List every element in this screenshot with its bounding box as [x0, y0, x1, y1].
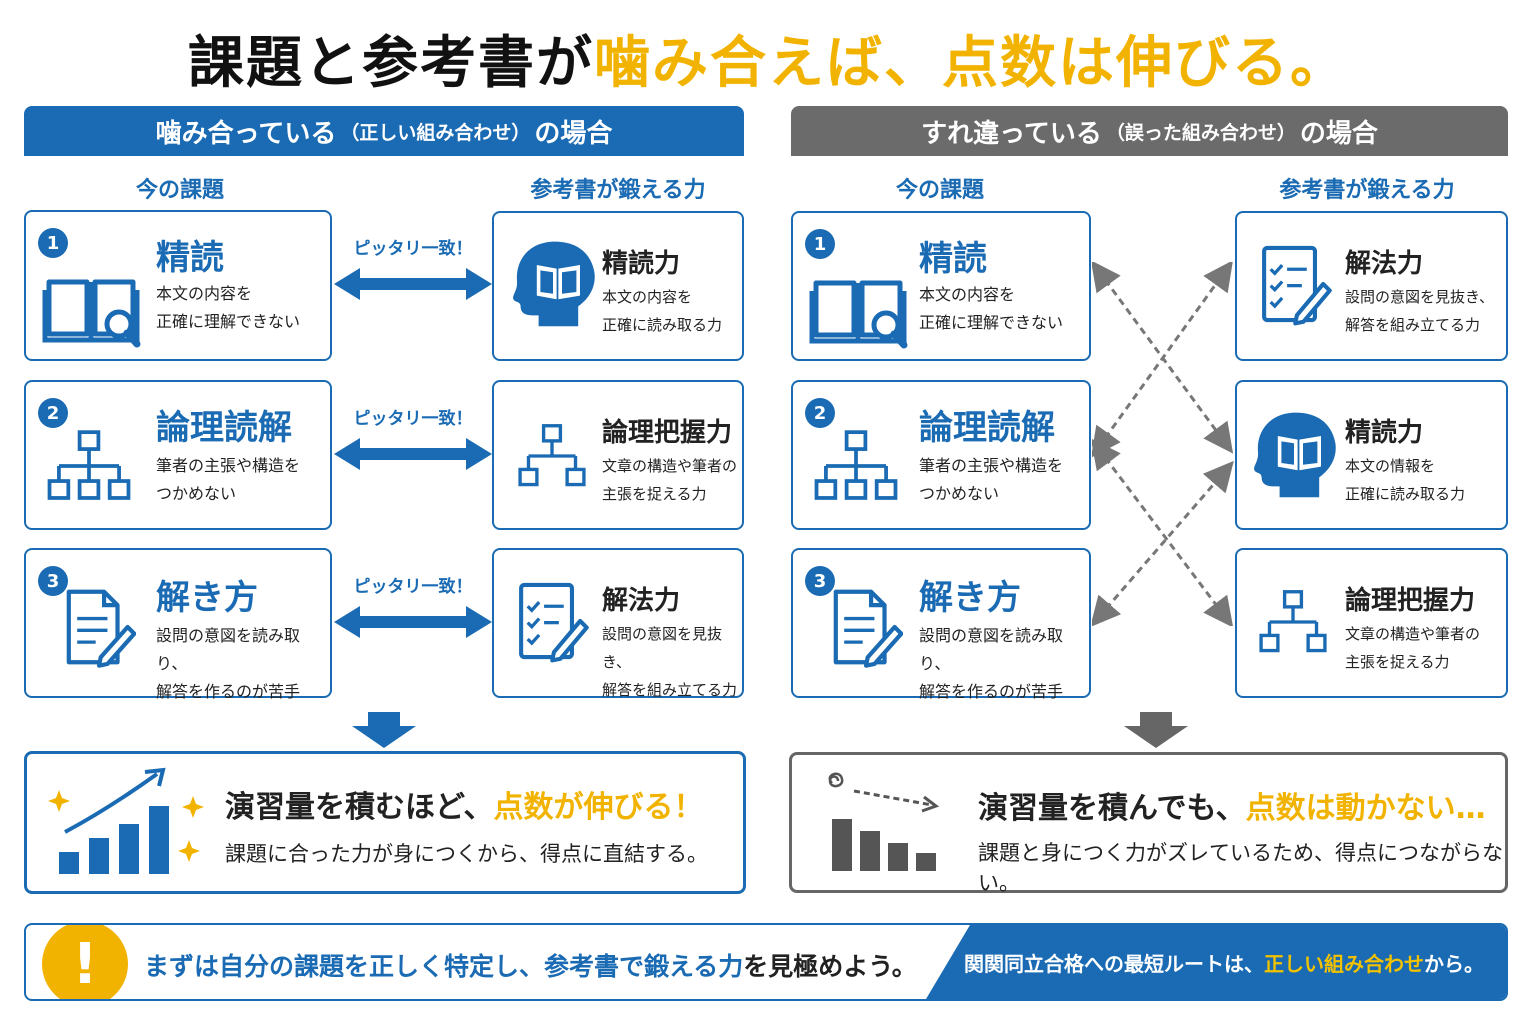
double-arrow-icon [334, 438, 492, 470]
right-section-header: すれ違っている （誤った組み合わせ） の場合 [791, 106, 1508, 156]
right-issue-card-3: 3 解き方 設問の意図を読み取り、解答を作るのが苦手 [791, 548, 1091, 701]
left-section-header: 噛み合っている （正しい組み合わせ） の場合 [24, 106, 744, 156]
book-search-icon [807, 269, 909, 349]
book-title: 精読力 [1345, 418, 1424, 448]
declining-chart-icon [828, 772, 940, 871]
right-book-card-2: 精読力 本文の情報を正確に読み取る力 [1235, 380, 1508, 530]
bottom-route-message: 関関同立合格への最短ルートは、正しい組み合わせから。 [926, 925, 1506, 999]
issue-desc: 本文の内容を正確に理解できない [919, 285, 1064, 332]
hierarchy-icon [809, 426, 903, 506]
issue-desc: 筆者の主張や構造をつかめない [919, 456, 1064, 503]
document-pen-icon [819, 582, 903, 672]
left-header-main: 噛み合っている [155, 118, 337, 149]
issue-desc: 本文の内容を正確に理解できない [156, 284, 301, 331]
page-title-highlight: 噛み合えば、点数は伸びる。 [594, 31, 1348, 96]
left-col-issue-label: 今の課題 [135, 178, 224, 203]
book-desc: 設問の意図を見抜き、解答を組み立てる力 [602, 625, 738, 699]
right-book-card-1: 解法力 設問の意図を見抜き、解答を組み立てる力 [1235, 211, 1508, 361]
book-title: 論理把握力 [1345, 586, 1476, 616]
bottom-message: まずは自分の課題を正しく特定し、参考書で鍛える力を見極めよう。 [144, 952, 917, 981]
left-issue-card-3: 3 解き方 設問の意図を読み取り、解答を作るのが苦手 [24, 548, 332, 701]
book-search-icon [40, 268, 142, 348]
hierarchy-icon [1251, 582, 1335, 662]
issue-number-badge: 2 [805, 398, 835, 428]
book-desc: 文章の構造や筆者の主張を捉える力 [602, 457, 738, 503]
book-title: 精読力 [602, 249, 681, 279]
issue-desc: 設問の意図を読み取り、解答を作るのが苦手 [156, 626, 301, 701]
right-col-issue-label: 今の課題 [895, 178, 984, 203]
checklist-pen-icon [508, 576, 590, 666]
book-desc: 本文の内容を正確に読み取る力 [602, 288, 723, 334]
right-header-main: すれ違っている [921, 118, 1102, 149]
book-desc: 設問の意図を見抜き、解答を組み立てる力 [1345, 288, 1494, 334]
issue-number-badge: 2 [38, 398, 68, 428]
head-book-icon [508, 235, 598, 331]
double-arrow-icon [334, 268, 492, 300]
left-header-tail: の場合 [534, 118, 613, 149]
document-pen-icon [52, 582, 136, 672]
left-issue-card-1: 1 精読 本文の内容を正確に理解できない [24, 210, 332, 361]
issue-title: 解き方 [156, 578, 258, 618]
right-book-card-3: 論理把握力 文章の構造や筆者の主張を捉える力 [1235, 548, 1508, 698]
right-col-book-label: 参考書が鍛える力 [1279, 178, 1455, 203]
book-title: 論理把握力 [602, 418, 733, 448]
left-result-box: 演習量を積むほど、点数が伸びる！ 課題に合った力が身につくから、得点に直結する。 [24, 751, 746, 894]
book-desc: 文章の構造や筆者の主張を捉える力 [1345, 625, 1481, 671]
left-book-card-3: 解法力 設問の意図を見抜き、解答を組み立てる力 [492, 548, 744, 699]
issue-title: 論理読解 [156, 408, 292, 448]
issue-title: 精読 [919, 239, 987, 279]
bottom-banner: ! まずは自分の課題を正しく特定し、参考書で鍛える力を見極めよう。 関関同立合格… [24, 923, 1508, 1001]
exclamation-icon: ! [42, 925, 128, 999]
head-book-icon [1249, 406, 1339, 502]
issue-title: 精読 [156, 238, 224, 278]
left-issue-card-2: 2 論理読解 筆者の主張や構造をつかめない [24, 380, 332, 530]
left-col-book-label: 参考書が鍛える力 [530, 178, 706, 203]
down-arrow-icon [352, 712, 416, 748]
down-arrow-icon [1124, 712, 1188, 748]
result-sub: 課題に合った力が身につくから、得点に直結する。 [225, 842, 708, 866]
page-title-main: 課題と参考書が [188, 31, 594, 96]
mismatch-arrows [1092, 262, 1234, 626]
issue-title: 解き方 [919, 578, 1021, 618]
right-issue-card-2: 2 論理読解 筆者の主張や構造をつかめない [791, 380, 1091, 530]
result-sub: 課題と身につく力がズレているため、得点につながらない。 [978, 841, 1503, 895]
right-result-box: 演習量を積んでも、点数は動かない… 課題と身につく力がズレているため、得点につな… [789, 752, 1508, 895]
left-book-card-2: 論理把握力 文章の構造や筆者の主張を捉える力 [492, 380, 744, 530]
growth-chart-icon [48, 767, 204, 874]
issue-number-badge: 1 [38, 228, 68, 258]
double-arrow-icon [334, 606, 492, 638]
checklist-pen-icon [1251, 239, 1333, 329]
fit-label: ピッタリ一致！ [353, 239, 473, 259]
page-title: 課題と参考書が噛み合えば、点数は伸びる。 [0, 18, 1536, 99]
issue-title: 論理読解 [919, 408, 1055, 448]
hierarchy-icon [42, 426, 136, 506]
right-issue-card-1: 1 精読 本文の内容を正確に理解できない [791, 211, 1091, 361]
right-header-tail: の場合 [1299, 118, 1378, 149]
fit-label: ピッタリ一致！ [353, 409, 473, 429]
book-title: 解法力 [602, 586, 681, 616]
result-main: 演習量を積むほど、点数が伸びる！ [225, 790, 704, 825]
issue-number-badge: 3 [805, 566, 835, 596]
issue-desc: 筆者の主張や構造をつかめない [156, 456, 301, 503]
book-title: 解法力 [1345, 249, 1424, 279]
book-desc: 本文の情報を正確に読み取る力 [1345, 457, 1466, 503]
issue-number-badge: 1 [805, 229, 835, 259]
left-book-card-1: 精読力 本文の内容を正確に読み取る力 [492, 211, 744, 361]
issue-desc: 設問の意図を読み取り、解答を作るのが苦手 [919, 626, 1064, 701]
left-header-sub: （正しい組み合わせ） [340, 121, 531, 144]
issue-number-badge: 3 [38, 566, 68, 596]
hierarchy-icon [510, 416, 594, 496]
fit-label: ピッタリ一致！ [353, 577, 473, 597]
result-main: 演習量を積んでも、点数は動かない… [978, 791, 1486, 826]
right-header-sub: （誤った組み合わせ） [1105, 121, 1296, 144]
